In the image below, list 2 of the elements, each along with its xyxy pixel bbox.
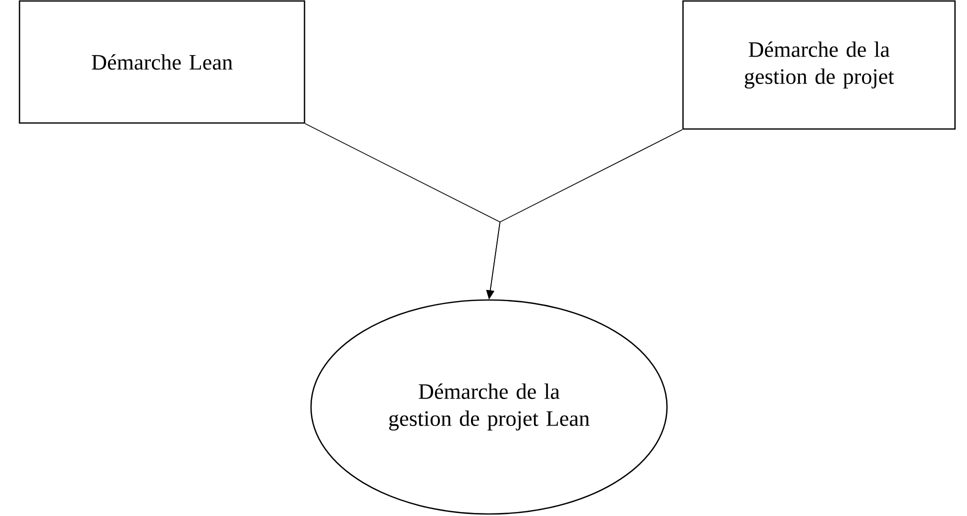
process-box: Démarche de la gestion de projet bbox=[682, 0, 956, 130]
process-box: Démarche Lean bbox=[18, 0, 306, 124]
